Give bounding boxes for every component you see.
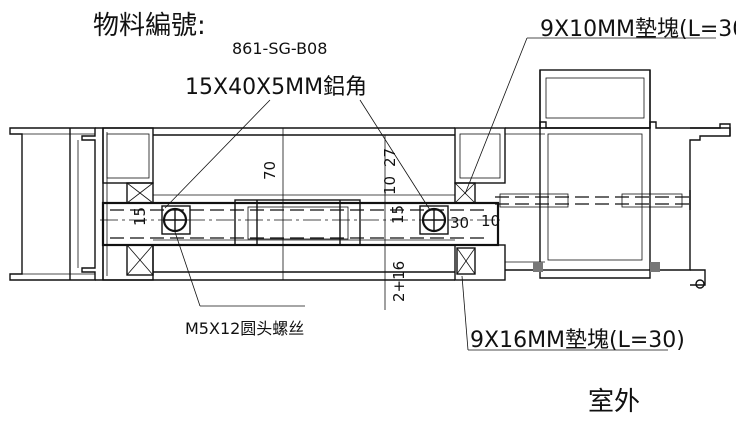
screw-label: M5X12圆头螺丝: [185, 319, 304, 338]
dim-15-right: 15: [389, 205, 407, 224]
gasket-left-hatch: [533, 262, 543, 272]
dim-30: 30: [450, 214, 469, 232]
leader-lines: [164, 37, 716, 351]
right-sash-profile: [505, 69, 731, 289]
dim-27: 27: [381, 148, 399, 167]
left-spacer-blocks: [126, 182, 154, 276]
outdoor-label: 室外: [588, 387, 640, 417]
material-code-label: 物料編號:: [93, 11, 206, 41]
center-mullion: [153, 128, 455, 280]
dim-10-a: 10: [381, 176, 399, 195]
dim-15-left: 15: [131, 207, 149, 226]
right-hollow-chamber: [454, 127, 506, 281]
dim-10-b: 10: [481, 212, 500, 230]
dim-70: 70: [261, 161, 279, 180]
dim-2-16: 2+16: [390, 261, 408, 302]
gasket-right-hatch: [650, 262, 660, 272]
spacer-bottom-label: 9X16MM墊塊(L=30): [470, 328, 685, 353]
connecting-rods: [495, 190, 691, 210]
angle-bracket-label: 15X40X5MM鋁角: [185, 75, 367, 100]
material-code: 861-SG-B08: [232, 39, 327, 58]
